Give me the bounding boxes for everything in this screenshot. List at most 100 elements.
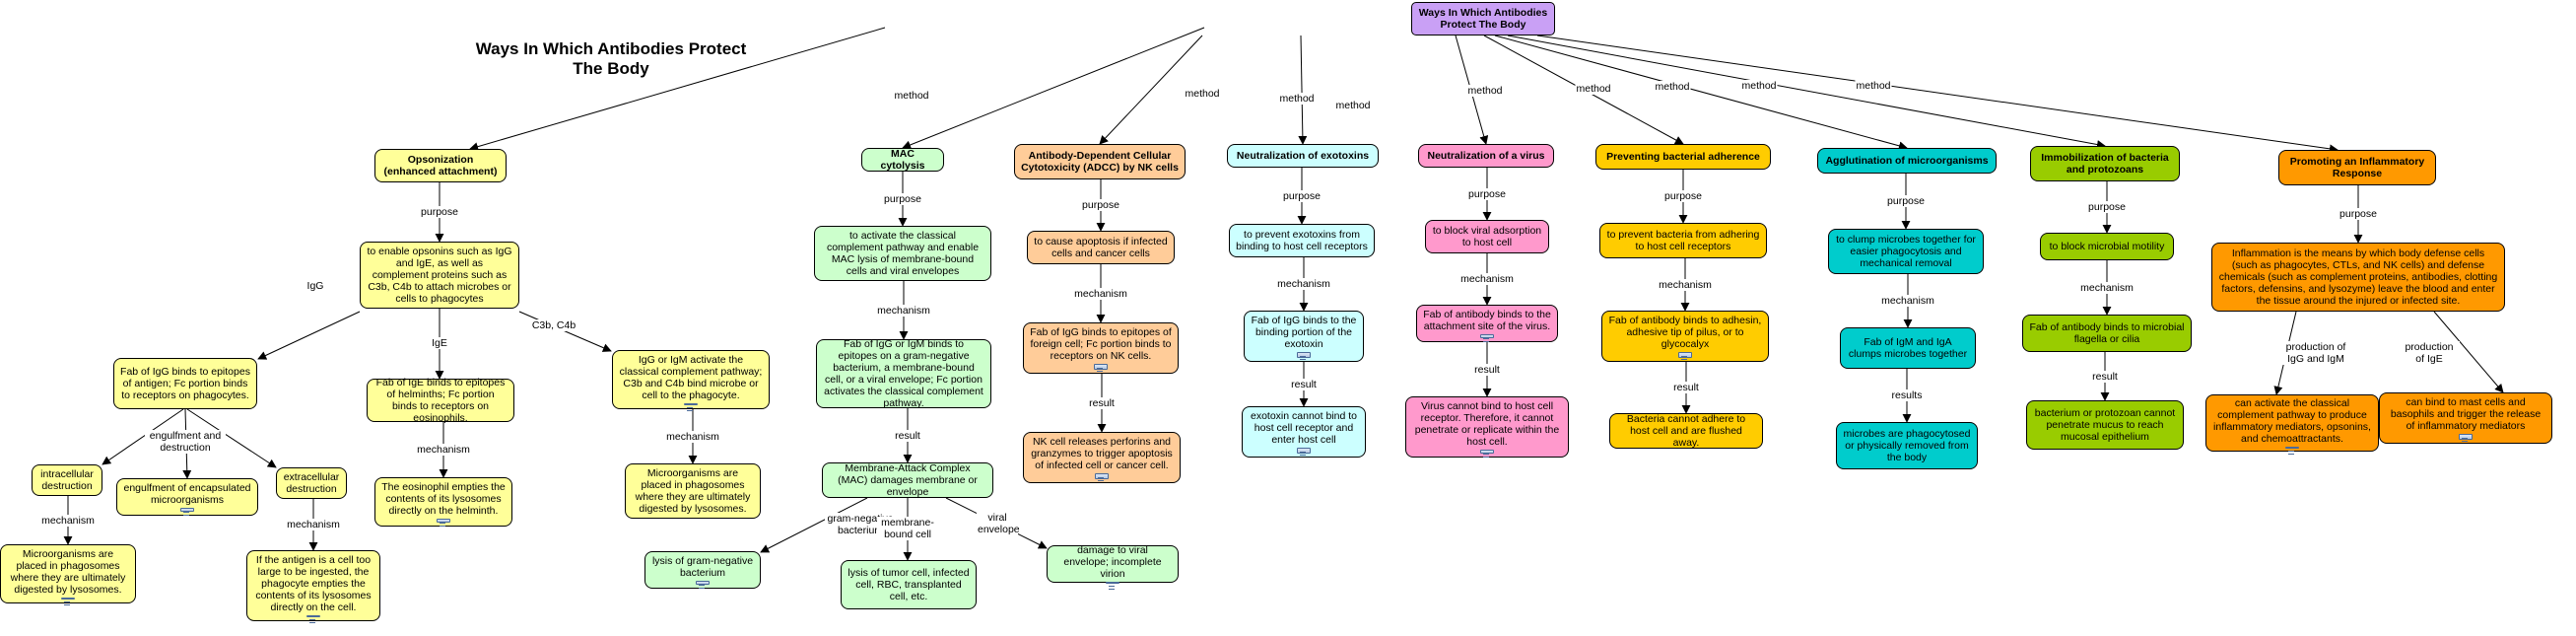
node-imm[interactable]: Immobilization of bacteria and protozoan… (2030, 146, 2180, 181)
node-ops-extra[interactable]: extracellular destruction (276, 467, 347, 499)
node-ops-extra-m[interactable]: If the antigen is a cell too large to be… (246, 550, 380, 621)
link-label-viral: viral envelope (977, 512, 1020, 535)
node-text: engulfment of encapsulated microorganism… (123, 482, 251, 506)
node-root[interactable]: Ways In Which Antibodies Protect The Bod… (1411, 2, 1555, 35)
resource-icon[interactable] (2285, 447, 2299, 452)
resource-icon[interactable] (1297, 448, 1311, 454)
node-adh-r[interactable]: Bacteria cannot adhere to host cell and … (1609, 413, 1763, 449)
node-ops-c3b-m[interactable]: Microorganisms are placed in phagosomes … (625, 463, 761, 519)
node-ops-p[interactable]: to enable opsonins such as IgG and IgE, … (360, 242, 519, 309)
node-neutx-p[interactable]: to prevent exotoxins from binding to hos… (1229, 224, 1375, 257)
node-neutx[interactable]: Neutralization of exotoxins (1227, 144, 1379, 168)
link-label-purpose: purpose (1282, 189, 1322, 202)
node-mac-p[interactable]: to activate the classical complement pat… (814, 226, 991, 281)
connector (902, 27, 1205, 150)
node-agg[interactable]: Agglutination of microorganisms (1817, 148, 1997, 174)
resource-icon[interactable] (306, 615, 320, 620)
node-mac-ve[interactable]: damage to viral envelope; incomplete vir… (1047, 544, 1179, 587)
node-text: exotoxin cannot bind to host cell recept… (1251, 410, 1357, 446)
resource-icon[interactable] (1480, 334, 1494, 339)
node-ops-igg[interactable]: Fab of IgG binds to epitopes of antigen;… (113, 358, 257, 409)
resource-icon[interactable] (180, 508, 194, 513)
node-text: Fab of IgM and IgA clumps microbes toget… (1848, 336, 1968, 360)
node-mac-gn[interactable]: lysis of gram-negative bacterium (644, 551, 761, 589)
node-text: Agglutination of microorganisms (1825, 155, 1989, 167)
resource-icon[interactable] (61, 598, 75, 602)
node-ops-c3b[interactable]: IgG or IgM activate the classical comple… (612, 350, 770, 409)
resource-icon[interactable] (1480, 450, 1494, 455)
resource-icon[interactable] (1678, 352, 1692, 358)
node-text: If the antigen is a cell too large to be… (255, 554, 372, 613)
node-text: Microorganisms are placed in phagosomes … (10, 548, 126, 596)
node-text: extracellular destruction (283, 471, 340, 495)
node-ops-intra[interactable]: intracellular destruction (32, 464, 102, 496)
node-text: Inflammation is the means by which body … (2218, 247, 2498, 307)
link-label-mechanism: mechanism (1459, 273, 1515, 285)
node-text: Antibody-Dependent Cellular Cytotoxicity… (1021, 150, 1179, 174)
connector (469, 27, 886, 152)
node-imm-r[interactable]: bacterium or protozoan cannot penetrate … (2026, 400, 2184, 450)
node-imm-p[interactable]: to block microbial motility (2040, 233, 2174, 260)
node-adh-m[interactable]: Fab of antibody binds to adhesin, adhesi… (1601, 311, 1769, 362)
resource-icon[interactable] (1106, 582, 1119, 587)
resource-icon[interactable] (684, 403, 698, 408)
node-neutx-r[interactable]: exotoxin cannot bind to host cell recept… (1242, 406, 1366, 458)
node-mac-r[interactable]: Membrane-Attack Complex (MAC) damages me… (822, 462, 993, 498)
node-ops-ige-m[interactable]: The eosinophil empties the contents of i… (374, 477, 512, 527)
node-text: Preventing bacterial adherence (1606, 151, 1760, 163)
node-inf[interactable]: Promoting an Inflammatory Response (2278, 150, 2436, 185)
node-adcc-r[interactable]: NK cell releases perforins and granzymes… (1023, 432, 1181, 483)
link-label-mechanism: mechanism (876, 304, 931, 317)
link-label-c3b: C3b, C4b (530, 319, 577, 331)
node-adcc-p[interactable]: to cause apoptosis if infected cells and… (1027, 231, 1175, 264)
link-label-ige: IgE (431, 337, 448, 349)
node-mac-m[interactable]: Fab of IgG or IgM binds to epitopes on a… (816, 338, 991, 409)
node-neutv-r[interactable]: Virus cannot bind to host cell receptor.… (1405, 396, 1569, 458)
link-label-mechanism: mechanism (665, 430, 720, 443)
node-ops-engulf[interactable]: engulfment of encapsulated microorganism… (116, 478, 258, 516)
link-label-mechanism: mechanism (416, 444, 471, 456)
node-text: Fab of IgG binds to epitopes of antigen;… (120, 366, 250, 401)
node-ops-intra-m[interactable]: Microorganisms are placed in phagosomes … (0, 544, 136, 603)
node-adcc-m[interactable]: Fab of IgG binds to epitopes of foreign … (1023, 322, 1179, 374)
node-adcc[interactable]: Antibody-Dependent Cellular Cytotoxicity… (1014, 144, 1186, 179)
node-inf-ige[interactable]: can bind to mast cells and basophils and… (2379, 392, 2552, 444)
node-neutx-m[interactable]: Fab of IgG binds to the binding portion … (1244, 311, 1364, 362)
resource-icon[interactable] (1297, 352, 1311, 358)
node-neutv-m[interactable]: Fab of antibody binds to the attachment … (1416, 305, 1558, 342)
node-text: to prevent exotoxins from binding to hos… (1236, 229, 1368, 252)
node-inf-p[interactable]: Inflammation is the means by which body … (2211, 243, 2505, 312)
node-neutv-p[interactable]: to block viral adsorption to host cell (1425, 220, 1549, 253)
node-mac[interactable]: MAC cytolysis (861, 148, 944, 172)
link-label-mechanism: mechanism (286, 519, 341, 530)
node-mac-mb[interactable]: lysis of tumor cell, infected cell, RBC,… (841, 560, 977, 609)
node-text: Fab of IgG binds to epitopes of foreign … (1030, 326, 1172, 362)
node-agg-p[interactable]: to clump microbes together for easier ph… (1828, 229, 1984, 274)
connector (2433, 311, 2504, 393)
resource-icon[interactable] (696, 581, 710, 586)
link-label-method: method (1575, 83, 1612, 95)
link-label-igg: IgG (305, 280, 325, 292)
link-label-result: result (1290, 378, 1318, 390)
resource-icon[interactable] (2459, 434, 2473, 440)
node-text: Opsonization (enhanced attachment) (383, 154, 498, 177)
node-agg-r[interactable]: microbes are phagocytosed or physically … (1836, 422, 1978, 469)
resource-icon[interactable] (1094, 364, 1108, 370)
node-neutv[interactable]: Neutralization of a virus (1418, 144, 1554, 168)
link-label-purpose: purpose (883, 192, 922, 205)
node-text: Fab of IgE binds to epitopes of helminth… (375, 377, 506, 424)
node-adh[interactable]: Preventing bacterial adherence (1595, 144, 1771, 170)
node-adh-p[interactable]: to prevent bacteria from adhering to hos… (1599, 223, 1767, 258)
node-agg-m[interactable]: Fab of IgM and IgA clumps microbes toget… (1840, 327, 1976, 369)
node-text: Neutralization of a virus (1427, 150, 1545, 162)
resource-icon[interactable] (1095, 473, 1109, 479)
node-ops-ige[interactable]: Fab of IgE binds to epitopes of helminth… (367, 377, 514, 424)
node-imm-m[interactable]: Fab of antibody binds to microbial flage… (2022, 315, 2192, 352)
node-text: NK cell releases perforins and granzymes… (1031, 436, 1173, 471)
link-label-result: result (1672, 382, 1700, 393)
resource-icon[interactable] (437, 519, 450, 524)
node-inf-igg[interactable]: can activate the classical complement pa… (2205, 394, 2379, 452)
node-text: Immobilization of bacteria and protozoan… (2041, 152, 2169, 176)
node-ops[interactable]: Opsonization (enhanced attachment) (374, 149, 507, 182)
node-text: Microorganisms are placed in phagosomes … (635, 467, 751, 515)
